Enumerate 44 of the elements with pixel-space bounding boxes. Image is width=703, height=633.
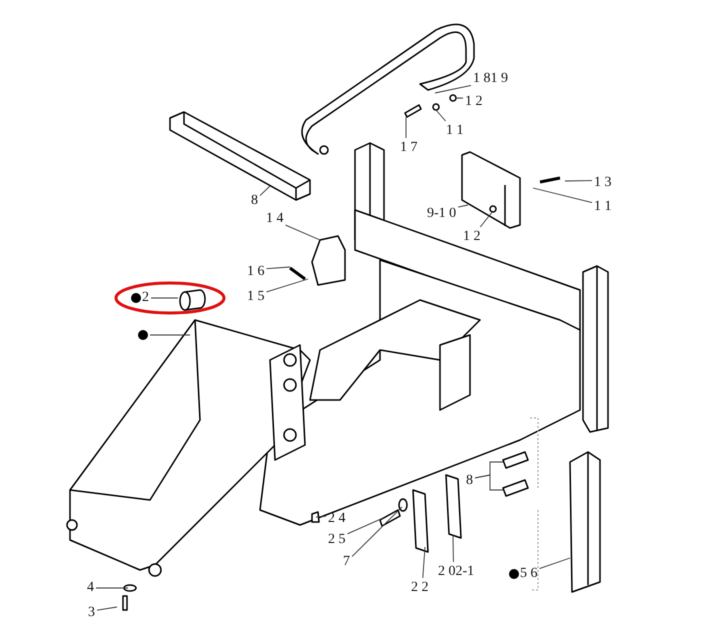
highlight-ellipse	[114, 281, 226, 315]
leader-line	[539, 558, 570, 570]
leader-line	[452, 534, 454, 562]
callout-number: 7	[343, 554, 350, 570]
callout-number: 1 1	[594, 199, 612, 215]
leader-line	[96, 606, 118, 611]
callout-number: 1 6	[247, 264, 264, 280]
callout-number: 5 6	[520, 566, 538, 582]
leader-line	[480, 210, 494, 228]
callout-number: 8	[251, 193, 258, 209]
callout-number: 9-1 0	[427, 206, 456, 222]
callout-number: 1 5	[247, 289, 264, 305]
leader-line	[532, 188, 592, 204]
callout-number: 1 2	[463, 229, 480, 245]
callout-number: 8	[466, 473, 473, 489]
leader-line	[564, 180, 592, 182]
callout-number: 4	[87, 580, 94, 596]
leader-line	[260, 186, 270, 196]
leader-line	[347, 518, 384, 534]
callout-number: 2 4	[328, 511, 346, 527]
callout-number: 2 5	[328, 532, 346, 548]
callout-number: 1 3	[594, 175, 612, 191]
callout-number: 2 02-1	[438, 564, 474, 580]
callout-number: 2 2	[411, 580, 428, 596]
callout-number: 2	[142, 290, 149, 306]
leader-line	[266, 266, 290, 270]
leader-line	[458, 204, 468, 208]
callout-number: 1 2	[465, 94, 482, 110]
leader-line	[474, 474, 504, 490]
leader-line	[150, 334, 190, 336]
leader-line	[352, 506, 402, 557]
leader-line	[454, 98, 464, 99]
leader-line	[285, 224, 320, 240]
leader-line	[434, 84, 472, 94]
leader-line	[436, 110, 446, 122]
leader-line	[316, 516, 326, 518]
leader-line	[422, 546, 426, 578]
callout-number: 1 7	[400, 140, 418, 156]
callout-number: 1 1	[446, 123, 464, 139]
callout-number: 1 81 9	[473, 71, 508, 87]
callout-number: 3	[88, 605, 95, 621]
leader-line	[266, 278, 308, 292]
callout-number: 1 4	[266, 211, 284, 227]
marker-dot	[138, 330, 148, 340]
